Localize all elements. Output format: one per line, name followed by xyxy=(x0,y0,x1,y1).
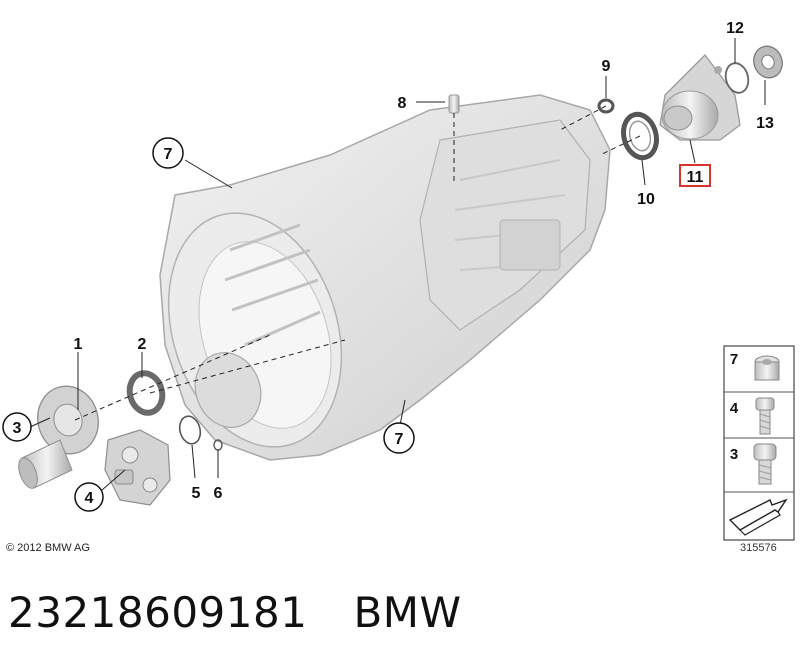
part-4-selector-assembly xyxy=(104,429,171,506)
legend-row-bolt-m4: 4 xyxy=(730,397,775,435)
svg-text:4: 4 xyxy=(730,400,739,417)
alignment-axes xyxy=(74,105,641,421)
callout-11-highlighted: 11 xyxy=(679,164,711,187)
label-8: 8 xyxy=(398,95,407,112)
part-12-o-ring xyxy=(724,62,750,94)
fastener-legend: 7 4 3 xyxy=(723,345,795,541)
svg-text:7: 7 xyxy=(395,431,404,448)
legend-row-bolt-m3: 3 xyxy=(730,443,777,485)
legend-row-plug: 7 xyxy=(730,351,780,381)
svg-text:3: 3 xyxy=(13,420,22,437)
svg-text:7: 7 xyxy=(730,351,738,368)
part-13-collar-nut xyxy=(753,45,783,79)
part-11-output-flange xyxy=(659,54,741,141)
part-2-seal xyxy=(126,370,166,416)
callout-7-bottom: 7 xyxy=(383,422,415,454)
svg-text:7: 7 xyxy=(164,146,173,163)
part-caption: 23218609181 BMW xyxy=(8,588,462,637)
part-3-guide-sleeve xyxy=(18,385,99,489)
transmission-exploded-diagram: 3 4 7 7 1 2 5 6 8 9 10 12 13 11 7 xyxy=(2,20,795,541)
part-number: 23218609181 xyxy=(8,588,308,637)
svg-text:4: 4 xyxy=(85,490,94,507)
callout-4: 4 xyxy=(74,482,104,512)
label-12: 12 xyxy=(726,20,744,37)
svg-text:3: 3 xyxy=(730,446,738,463)
label-5: 5 xyxy=(192,485,201,502)
legend-row-direction-arrow xyxy=(728,498,788,536)
callout-7-top: 7 xyxy=(152,137,184,169)
copyright-notice: © 2012 BMW AG xyxy=(6,542,90,554)
label-2: 2 xyxy=(138,336,147,353)
plain-labels: 1 2 5 6 8 9 10 12 13 xyxy=(74,20,774,502)
label-10: 10 xyxy=(637,191,655,208)
label-9: 9 xyxy=(602,58,611,75)
part-8-dowel-pin xyxy=(448,94,460,114)
brand-name: BMW xyxy=(353,588,462,637)
part-5-o-ring xyxy=(178,415,202,445)
label-13: 13 xyxy=(756,115,774,132)
label-1: 1 xyxy=(74,336,83,353)
part-10-shaft-seal xyxy=(621,111,659,161)
callout-3: 3 xyxy=(2,412,32,442)
label-6: 6 xyxy=(214,485,223,502)
diagram-reference-number: 315576 xyxy=(740,542,777,554)
svg-text:11: 11 xyxy=(687,169,704,186)
leader-lines xyxy=(29,38,766,491)
part-9-ring xyxy=(597,98,615,114)
transmission-housing xyxy=(159,94,611,461)
